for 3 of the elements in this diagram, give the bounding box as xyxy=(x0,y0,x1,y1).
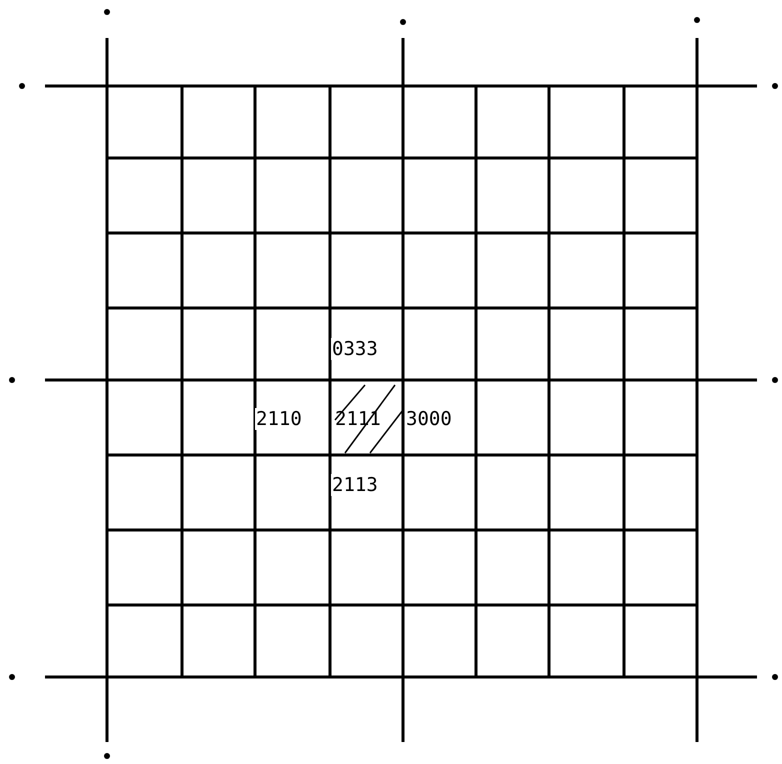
cell-code: 2110 xyxy=(255,408,303,430)
cell-code: 0333 xyxy=(331,338,379,360)
cell-code: 2113 xyxy=(331,474,379,496)
